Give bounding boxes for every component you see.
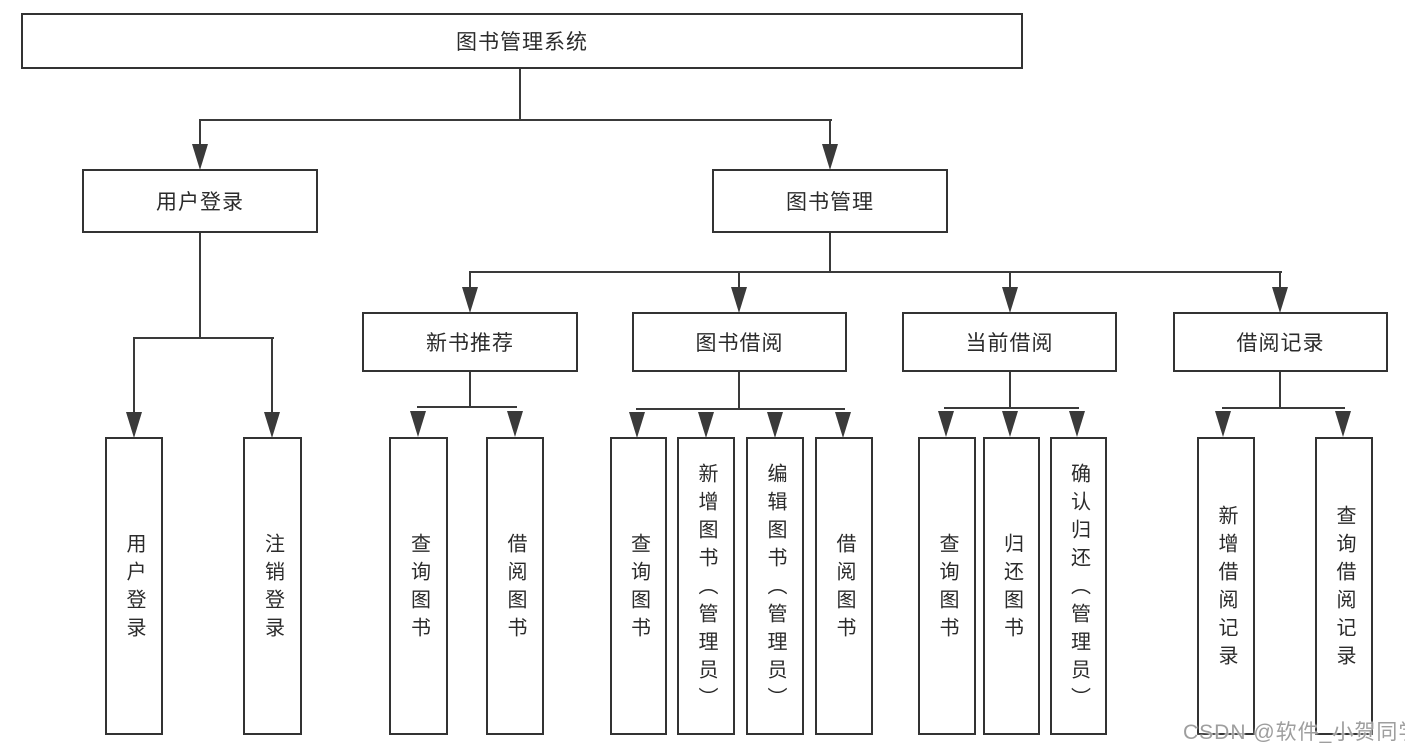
leaf-edit-book-admin: 编辑图书（管理员） — [746, 437, 804, 735]
connector-line — [1279, 372, 1281, 409]
arrow-down-icon — [938, 411, 954, 437]
node-new-book-recommend: 新书推荐 — [362, 312, 578, 372]
connector-line — [271, 337, 273, 415]
leaf-borrow-book-2: 借阅图书 — [815, 437, 873, 735]
connector-line — [469, 372, 471, 408]
connector-line — [133, 337, 135, 415]
arrow-down-icon — [410, 411, 426, 437]
leaf-query-book-2: 查询图书 — [610, 437, 667, 735]
connector-line — [636, 408, 845, 410]
connector-line — [133, 337, 274, 339]
leaf-add-book-admin: 新增图书（管理员） — [677, 437, 735, 735]
leaf-confirm-return-admin: 确认归还（管理员） — [1050, 437, 1107, 735]
arrow-down-icon — [731, 287, 747, 313]
leaf-logout: 注销登录 — [243, 437, 302, 735]
arrow-down-icon — [698, 412, 714, 438]
connector-line — [1009, 372, 1011, 409]
csdn-watermark: CSDN @软件_小贺同学 — [1183, 721, 1405, 744]
connector-line — [738, 271, 740, 289]
connector-line — [469, 271, 471, 289]
arrow-down-icon — [1335, 411, 1351, 437]
connector-line — [829, 233, 831, 273]
leaf-borrow-book-1: 借阅图书 — [486, 437, 544, 735]
arrow-down-icon — [835, 412, 851, 438]
leaf-user-login: 用户登录 — [105, 437, 163, 735]
node-book-borrow: 图书借阅 — [632, 312, 847, 372]
leaf-query-book-1: 查询图书 — [389, 437, 448, 735]
node-book-management: 图书管理 — [712, 169, 948, 233]
connector-line — [469, 271, 1282, 273]
connector-line — [1222, 407, 1345, 409]
arrow-down-icon — [1069, 411, 1085, 437]
connector-line — [944, 407, 1079, 409]
arrow-down-icon — [126, 412, 142, 438]
leaf-add-borrow-record: 新增借阅记录 — [1197, 437, 1255, 735]
arrow-down-icon — [462, 287, 478, 313]
node-current-borrow: 当前借阅 — [902, 312, 1117, 372]
arrow-down-icon — [767, 412, 783, 438]
arrow-down-icon — [629, 412, 645, 438]
arrow-down-icon — [507, 411, 523, 437]
node-user-login: 用户登录 — [82, 169, 318, 233]
node-borrow-record: 借阅记录 — [1173, 312, 1388, 372]
arrow-down-icon — [1002, 411, 1018, 437]
connector-line — [1279, 271, 1281, 289]
arrow-down-icon — [264, 412, 280, 438]
arrow-down-icon — [1002, 287, 1018, 313]
arrow-down-icon — [1215, 411, 1231, 437]
connector-line — [199, 233, 201, 339]
connector-line — [738, 372, 740, 410]
leaf-return-book: 归还图书 — [983, 437, 1040, 735]
connector-line — [417, 406, 517, 408]
arrow-down-icon — [822, 144, 838, 170]
leaf-query-borrow-record: 查询借阅记录 — [1315, 437, 1373, 735]
node-root: 图书管理系统 — [21, 13, 1023, 69]
arrow-down-icon — [192, 144, 208, 170]
arrow-down-icon — [1272, 287, 1288, 313]
connector-line — [199, 119, 201, 147]
leaf-query-book-3: 查询图书 — [918, 437, 976, 735]
connector-line — [519, 69, 521, 119]
connector-line — [199, 119, 832, 121]
connector-line — [1009, 271, 1011, 289]
connector-line — [829, 119, 831, 147]
